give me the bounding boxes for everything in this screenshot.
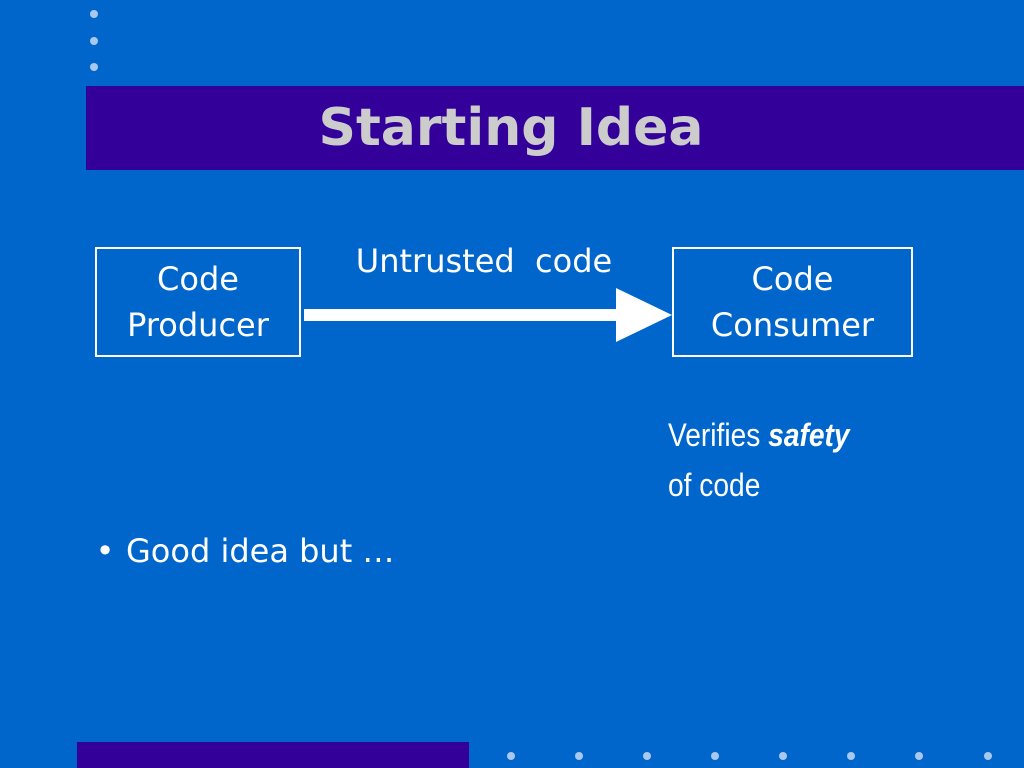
consumer-note-prefix: Verifies bbox=[668, 417, 769, 453]
decor-dot bbox=[643, 752, 651, 760]
decor-dot bbox=[847, 752, 855, 760]
code-consumer-box: Code Consumer bbox=[672, 247, 913, 357]
arrow-head bbox=[616, 288, 672, 342]
title-band: Starting Idea bbox=[86, 86, 1024, 170]
bullet-dot-icon: • bbox=[95, 532, 115, 570]
right-arrow-icon bbox=[304, 288, 672, 342]
arrow-label: Untrusted code bbox=[355, 242, 613, 280]
decor-dot bbox=[779, 752, 787, 760]
consumer-note-line2: of code bbox=[668, 467, 761, 503]
code-consumer-line1: Code bbox=[751, 260, 834, 298]
bullet-text: Good idea but … bbox=[126, 532, 395, 570]
bullet-item: • Good idea but … bbox=[84, 528, 395, 574]
code-consumer-line2: Consumer bbox=[710, 306, 875, 344]
decor-dot bbox=[90, 10, 98, 18]
slide-title: Starting Idea bbox=[318, 98, 704, 158]
code-producer-line2: Producer bbox=[127, 306, 269, 344]
decorative-dots-vertical bbox=[88, 10, 100, 76]
arrow-shaft bbox=[304, 309, 618, 321]
decor-dot bbox=[711, 752, 719, 760]
decorative-dots-horizontal bbox=[500, 752, 1020, 764]
decor-dot bbox=[90, 37, 98, 45]
decor-dot bbox=[915, 752, 923, 760]
code-consumer-label: Code Consumer bbox=[711, 256, 874, 348]
consumer-note-emphasis: safety bbox=[768, 417, 850, 453]
decor-dot bbox=[507, 752, 515, 760]
decor-dot bbox=[90, 63, 98, 71]
code-producer-label: Code Producer bbox=[127, 256, 269, 348]
consumer-note-line1: Verifies safety bbox=[668, 410, 950, 460]
decor-dot bbox=[575, 752, 583, 760]
consumer-note: Verifies safety of code bbox=[668, 410, 950, 510]
decor-dot bbox=[984, 752, 992, 760]
code-producer-line1: Code bbox=[157, 260, 239, 298]
code-producer-box: Code Producer bbox=[95, 247, 301, 357]
bottom-accent-bar bbox=[77, 742, 469, 768]
